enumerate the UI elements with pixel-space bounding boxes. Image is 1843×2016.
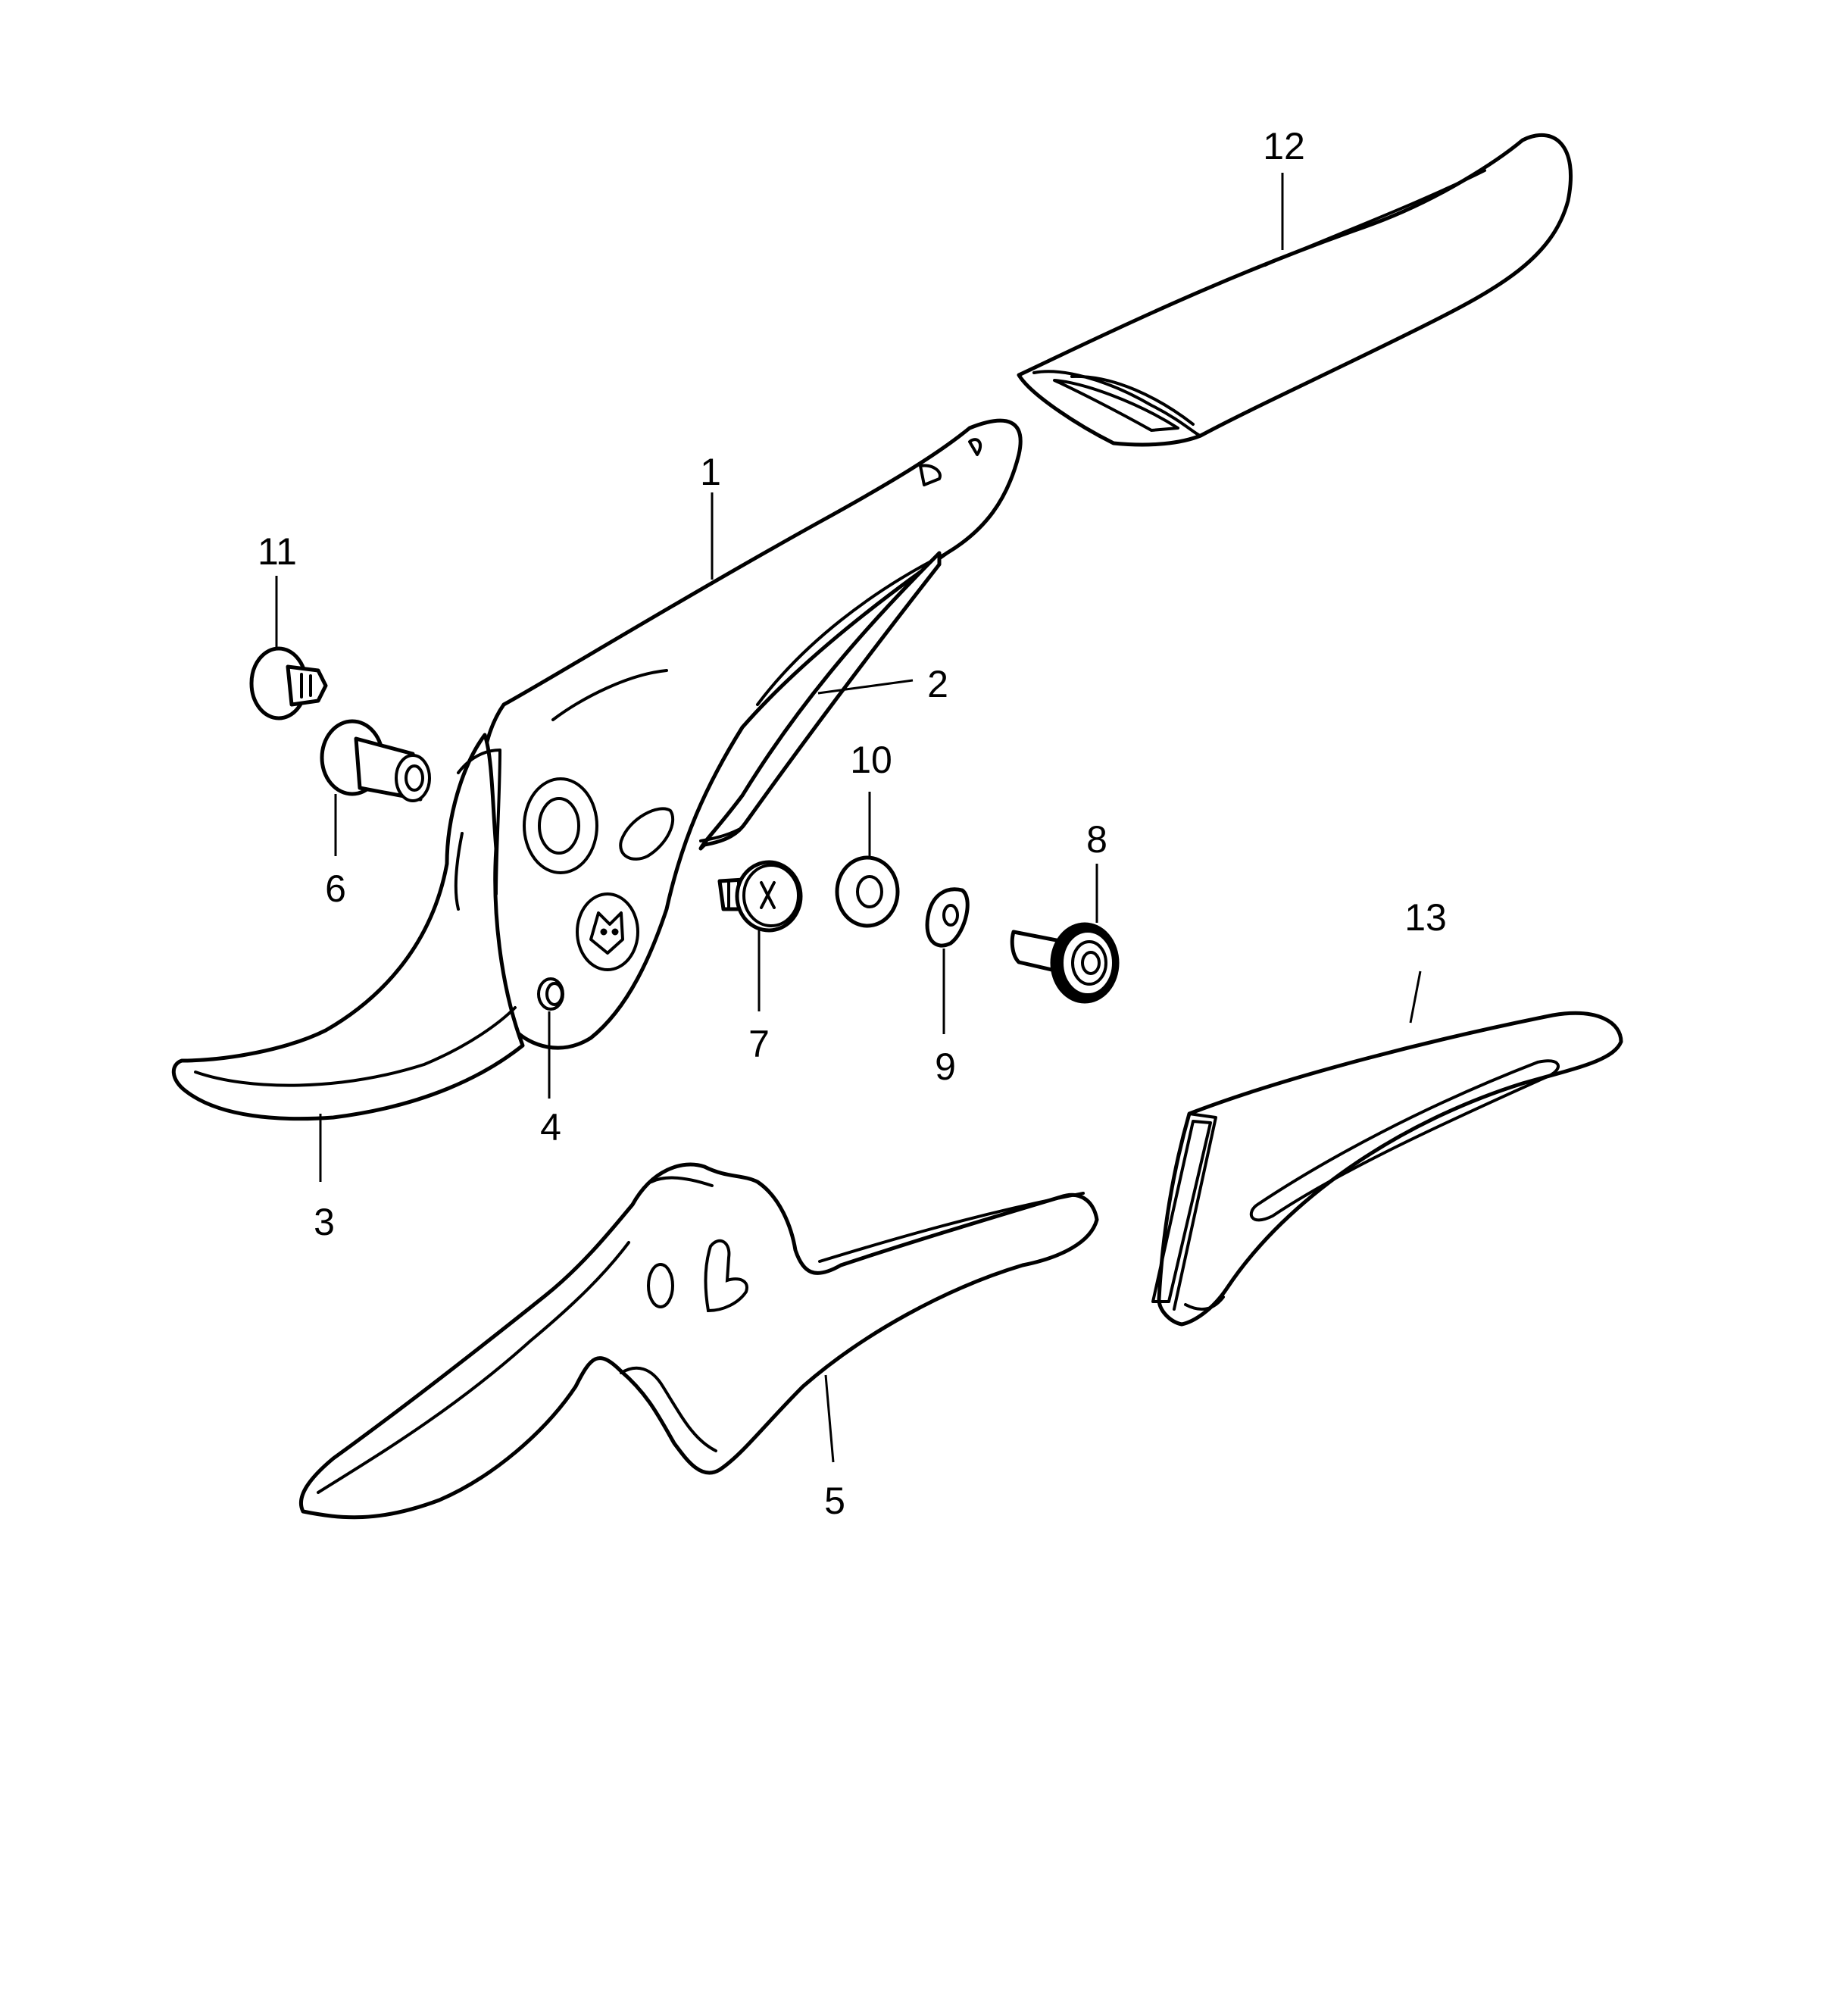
part-1-upper-handle: [478, 418, 1023, 1050]
leader-5: [824, 1374, 835, 1463]
callout-9: 9: [935, 1046, 956, 1088]
callout-7: 7: [748, 1023, 770, 1065]
part-8-pivot-bolt: [1010, 922, 1120, 1004]
callout-3: 3: [314, 1201, 335, 1243]
fox-logo-icon: [576, 892, 639, 971]
part-12-handle-sleeve: [1017, 133, 1573, 447]
callout-13: 13: [1404, 896, 1447, 939]
part-2-spring: [698, 551, 942, 851]
callout-8: 8: [1086, 818, 1107, 861]
callout-2: 2: [927, 663, 948, 705]
part-6-bushing: [320, 719, 431, 802]
part-10-washer: [835, 855, 900, 928]
leader-2: [817, 679, 914, 695]
leader-13: [1409, 970, 1422, 1024]
part-3-anvil-blade: [171, 733, 525, 1121]
part-5-cutting-blade: [298, 1162, 1099, 1520]
callout-labels: 1 2 3 4 5 6 7 8 9 10 11 12 13: [258, 125, 1447, 1522]
leader-lines: [275, 173, 1422, 1463]
callout-6: 6: [325, 867, 346, 910]
part-9-lock-washer: [925, 887, 970, 948]
part-7-screw: [717, 860, 803, 933]
part-13-lower-handle-sleeve: [1151, 1011, 1623, 1327]
callout-11: 11: [258, 530, 297, 573]
callout-10: 10: [850, 739, 892, 781]
callout-1: 1: [700, 451, 721, 493]
callout-4: 4: [540, 1106, 561, 1149]
part-11-screw-cap: [249, 646, 328, 720]
callout-12: 12: [1263, 125, 1305, 167]
callout-5: 5: [824, 1480, 845, 1522]
